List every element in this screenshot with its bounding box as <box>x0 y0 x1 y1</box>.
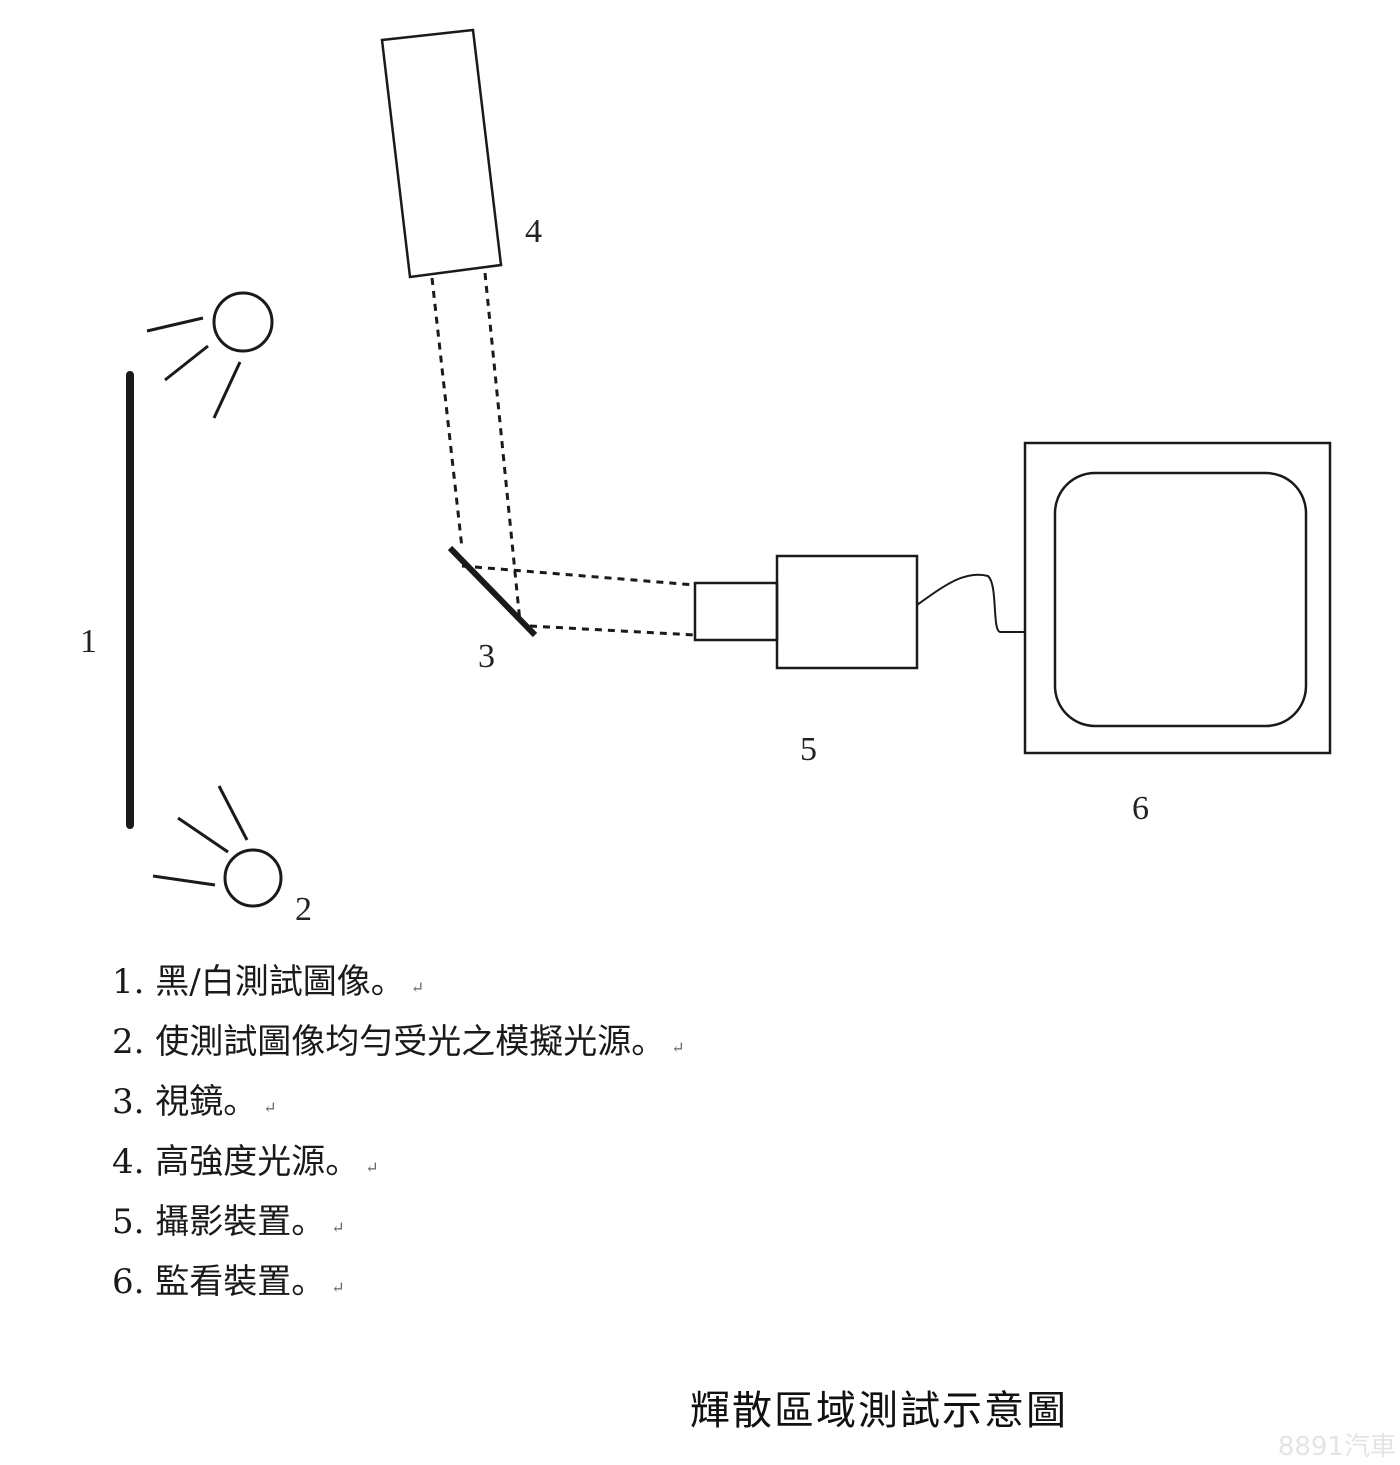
mirror <box>447 545 538 638</box>
legend-text: 2. 使測試圖像均勻受光之模擬光源。 <box>112 1022 666 1062</box>
watermark: 8891汽車 <box>1277 1432 1396 1462</box>
return-mark: ↵ <box>331 1278 345 1297</box>
legend-text: 1. 黑/白測試圖像。 <box>112 962 405 1002</box>
simulated-light-bottom-icon <box>152 785 283 908</box>
legend-text: 6. 監看裝置。 <box>112 1262 326 1302</box>
legend-item: 4. 高強度光源。 ↵ <box>112 1135 685 1195</box>
legend-item: 6. 監看裝置。 ↵ <box>112 1255 685 1315</box>
label-1: 1 <box>80 623 97 660</box>
legend-item: 2. 使測試圖像均勻受光之模擬光源。 ↵ <box>112 1015 685 1075</box>
return-mark: ↵ <box>263 1098 277 1117</box>
diagram-caption: 輝散區域測試示意圖 <box>690 1388 1068 1434</box>
label-4: 4 <box>525 213 542 250</box>
legend-item: 3. 視鏡。 ↵ <box>112 1075 685 1135</box>
legend-text: 4. 高強度光源。 <box>112 1142 360 1182</box>
legend-list: 1. 黑/白測試圖像。 ↵ 2. 使測試圖像均勻受光之模擬光源。 ↵ 3. 視鏡。 ↵… <box>112 955 685 1315</box>
legend-item: 5. 攝影裝置。 ↵ <box>112 1195 685 1255</box>
return-mark: ↵ <box>331 1218 345 1237</box>
camera-body <box>775 554 919 670</box>
label-6: 6 <box>1132 790 1149 827</box>
legend-text: 3. 視鏡。 <box>112 1082 258 1122</box>
legend-item: 1. 黑/白測試圖像。 ↵ <box>112 955 685 1015</box>
camera-cable <box>916 573 1025 633</box>
high-intensity-light-source <box>380 28 503 279</box>
return-mark: ↵ <box>671 1038 685 1057</box>
light-beam-dashed <box>430 272 696 637</box>
legend-text: 5. 攝影裝置。 <box>112 1202 326 1242</box>
return-mark: ↵ <box>410 978 425 997</box>
label-5: 5 <box>800 731 817 768</box>
simulated-light-top-icon <box>146 291 274 419</box>
monitor-frame <box>1023 441 1332 755</box>
label-2: 2 <box>295 891 312 928</box>
monitor-screen <box>1053 471 1308 728</box>
camera-lens <box>693 581 779 642</box>
label-3: 3 <box>478 638 495 675</box>
return-mark: ↵ <box>365 1158 379 1177</box>
